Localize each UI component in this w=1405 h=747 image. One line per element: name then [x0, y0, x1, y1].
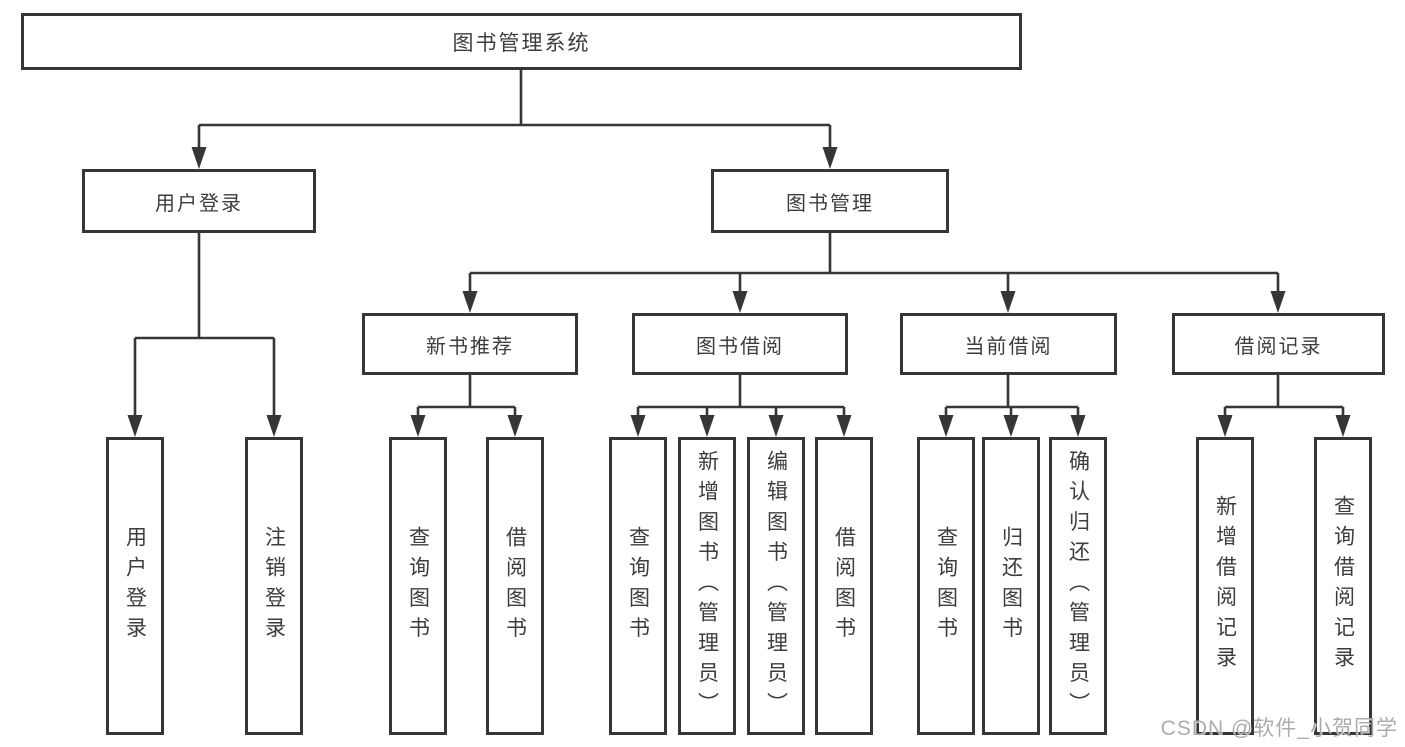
leaf-borrow-books-recommend: 借阅图书: [486, 437, 544, 735]
leaf-query-books-current: 查询图书: [917, 437, 975, 735]
leaf-edit-books-admin: 编辑图书（管理员）: [747, 437, 805, 735]
leaf-borrow-books: 借阅图书: [815, 437, 873, 735]
node-new-book-recommendation: 新书推荐: [362, 313, 578, 375]
leaf-add-borrow-record: 新增借阅记录: [1196, 437, 1254, 735]
node-label: 确认归还（管理员）: [1066, 449, 1090, 723]
node-label: 注销登录: [262, 525, 286, 647]
leaf-query-books-borrowing: 查询图书: [609, 437, 667, 735]
node-label: 图书借阅: [696, 335, 784, 358]
node-label: 新书推荐: [426, 335, 514, 358]
node-label: 新增图书（管理员）: [695, 449, 719, 723]
node-label: 查询借阅记录: [1331, 495, 1355, 677]
node-book-borrowing: 图书借阅: [632, 313, 848, 375]
leaf-confirm-return-admin: 确认归还（管理员）: [1049, 437, 1107, 735]
node-book-management: 图书管理: [711, 169, 949, 233]
node-current-borrowing: 当前借阅: [900, 313, 1117, 375]
node-label: 查询图书: [934, 525, 958, 647]
leaf-query-borrow-record: 查询借阅记录: [1314, 437, 1372, 735]
node-label: 查询图书: [406, 525, 430, 647]
node-book-management-system: 图书管理系统: [21, 13, 1022, 70]
node-label: 借阅记录: [1234, 335, 1323, 358]
node-label: 当前借阅: [964, 335, 1053, 358]
node-label: 新增借阅记录: [1213, 495, 1237, 677]
leaf-return-books: 归还图书: [982, 437, 1040, 735]
node-label: 借阅图书: [832, 525, 856, 647]
node-label: 用户登录: [155, 192, 243, 215]
node-label: 借阅图书: [503, 525, 527, 647]
node-label: 归还图书: [999, 525, 1023, 647]
node-user-login: 用户登录: [82, 169, 316, 233]
node-label: 查询图书: [626, 525, 650, 647]
leaf-add-books-admin: 新增图书（管理员）: [678, 437, 736, 735]
csdn-watermark: CSDN @软件_小贺同学: [1160, 717, 1398, 740]
leaf-query-books-recommend: 查询图书: [389, 437, 447, 735]
node-borrowing-records: 借阅记录: [1172, 313, 1385, 375]
leaf-logout: 注销登录: [245, 437, 303, 735]
node-label: 用户登录: [123, 525, 147, 647]
node-label: 图书管理: [786, 192, 874, 215]
leaf-user-login: 用户登录: [106, 437, 164, 735]
node-label: 编辑图书（管理员）: [764, 449, 788, 723]
node-label: 图书管理系统: [452, 31, 591, 55]
